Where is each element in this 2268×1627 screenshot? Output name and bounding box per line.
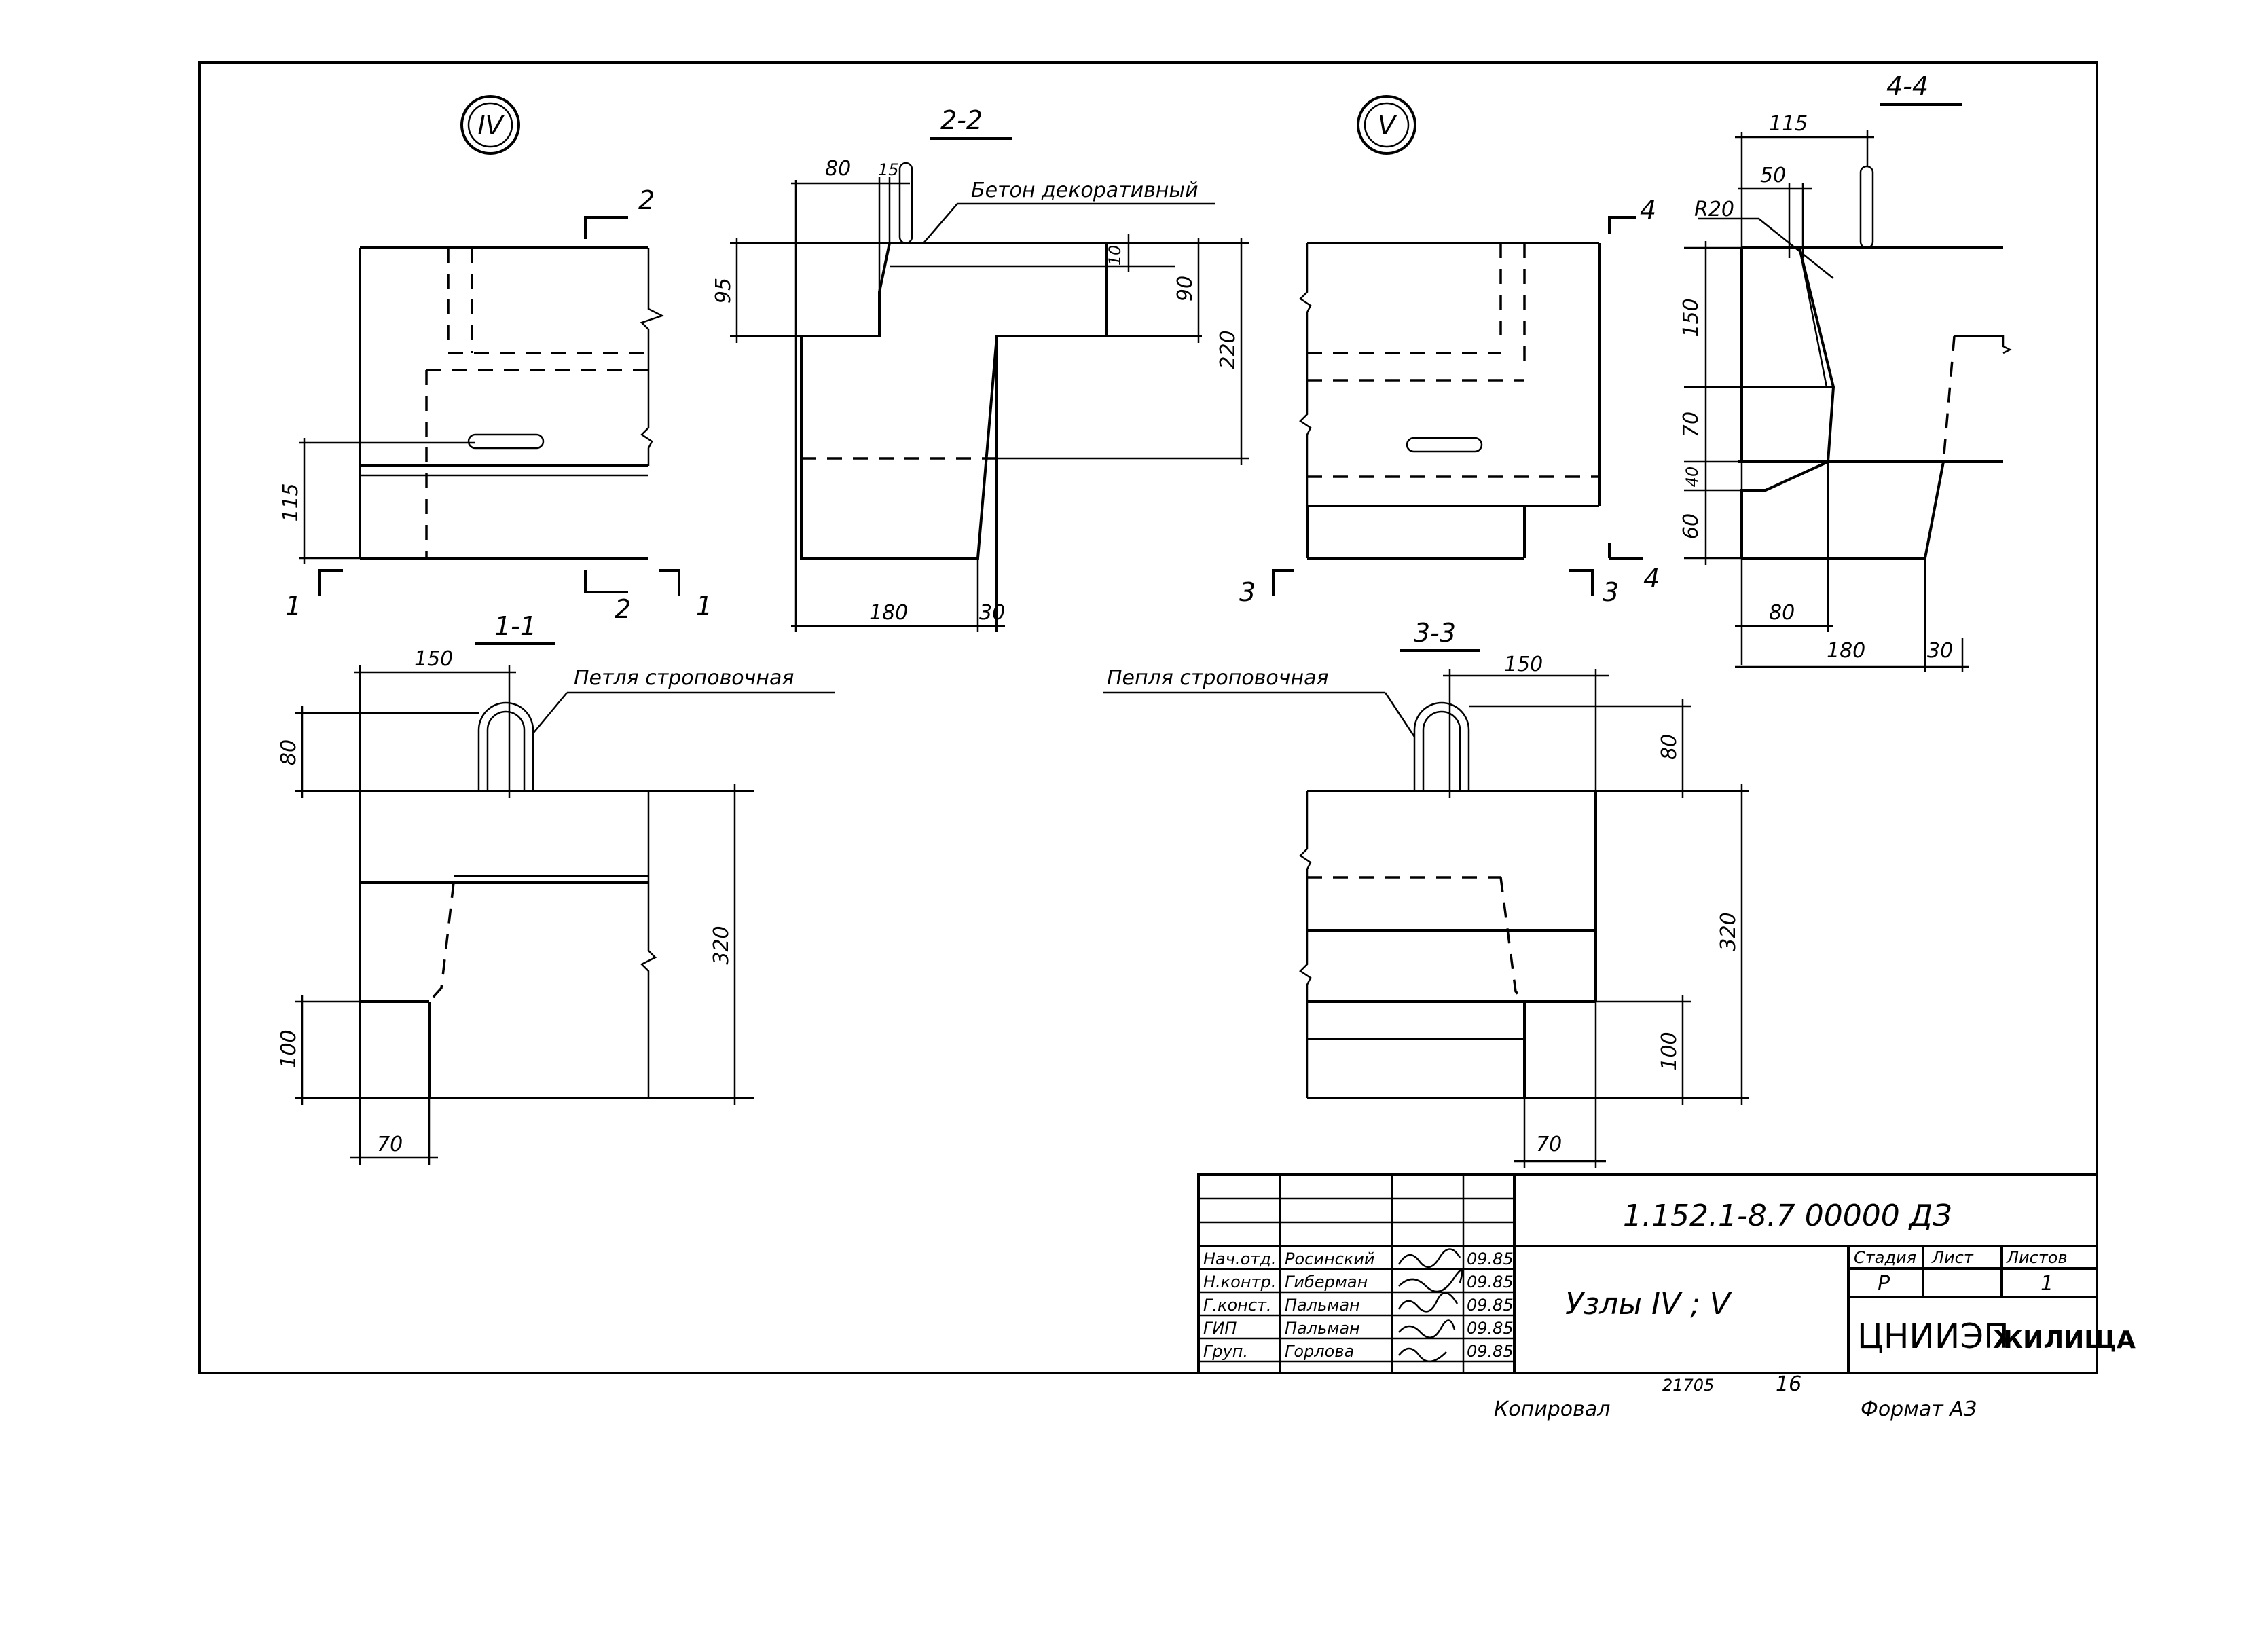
svg-text:150: 150 — [1679, 298, 1703, 337]
drawing-code: 1.152.1-8.7 00000 ДЗ — [1623, 1199, 1952, 1233]
svg-text:80: 80 — [1769, 601, 1795, 625]
svg-text:09.85: 09.85 — [1467, 1342, 1514, 1361]
svg-text:320: 320 — [1717, 912, 1740, 951]
svg-text:80: 80 — [277, 739, 301, 765]
drawing-title: Узлы IV ; V — [1565, 1287, 1732, 1321]
svg-text:R20: R20 — [1694, 198, 1734, 221]
svg-text:320: 320 — [710, 926, 733, 964]
sheet-footer: Копировал 21705 16 Формат АЗ — [1494, 1372, 1977, 1421]
svg-text:Гиберман: Гиберман — [1285, 1273, 1368, 1292]
svg-text:Лист: Лист — [1931, 1248, 1974, 1267]
svg-text:180: 180 — [869, 601, 908, 625]
svg-text:30: 30 — [1927, 639, 1953, 663]
org-name: ЦНИИЭП — [1857, 1317, 2009, 1356]
svg-text:Н.контр.: Н.контр. — [1203, 1273, 1276, 1292]
svg-text:Стадия: Стадия — [1854, 1248, 1916, 1267]
svg-text:40: 40 — [1683, 467, 1702, 488]
svg-text:90: 90 — [1173, 276, 1197, 301]
svg-text:09.85: 09.85 — [1467, 1273, 1514, 1292]
svg-text:180: 180 — [1827, 639, 1865, 663]
svg-text:150: 150 — [414, 647, 453, 671]
svg-text:60: 60 — [1679, 513, 1703, 539]
node-iv-label: IV — [477, 111, 505, 141]
svg-text:3: 3 — [1239, 577, 1256, 607]
svg-text:Петля строповочная: Петля строповочная — [574, 666, 794, 690]
signatures — [1397, 1248, 1463, 1362]
svg-text:Р: Р — [1878, 1272, 1890, 1296]
svg-text:100: 100 — [1658, 1031, 1681, 1070]
svg-text:Груп.: Груп. — [1203, 1342, 1248, 1361]
svg-text:2: 2 — [638, 185, 655, 215]
node-iv-symbol: IV — [460, 95, 520, 155]
svg-text:ГИП: ГИП — [1203, 1319, 1237, 1338]
svg-text:2-2: 2-2 — [940, 105, 983, 135]
svg-text:3-3: 3-3 — [1414, 618, 1456, 648]
svg-text:4: 4 — [1640, 195, 1656, 225]
section-4-4: 4-4 115 50 R20 150 70 40 60 — [1679, 71, 2012, 672]
svg-text:Бетон декоративный: Бетон декоративный — [971, 179, 1199, 202]
svg-text:115: 115 — [279, 483, 303, 522]
svg-text:4: 4 — [1643, 564, 1660, 593]
svg-text:100: 100 — [277, 1029, 301, 1068]
node-v-symbol: V — [1357, 95, 1416, 155]
svg-text:2: 2 — [615, 594, 631, 624]
svg-text:Г.конст.: Г.конст. — [1203, 1296, 1272, 1315]
svg-text:150: 150 — [1504, 653, 1543, 676]
svg-text:10: 10 — [1105, 245, 1124, 266]
svg-text:16: 16 — [1776, 1372, 1801, 1396]
svg-text:95: 95 — [712, 278, 735, 304]
svg-text:115: 115 — [1769, 112, 1808, 136]
svg-text:70: 70 — [1536, 1133, 1562, 1156]
node-v-label: V — [1378, 111, 1397, 141]
svg-text:Пепля строповочная: Пепля строповочная — [1107, 666, 1329, 690]
section-3-3: 3-3 150 80 320 100 70 Пепля стропово — [1103, 618, 1749, 1168]
svg-text:21705: 21705 — [1662, 1376, 1714, 1395]
svg-text:Копировал: Копировал — [1494, 1397, 1610, 1421]
node-v-elevation: 4 4 3 3 — [1239, 195, 1660, 607]
svg-text:1: 1 — [2041, 1272, 2053, 1296]
svg-text:80: 80 — [1658, 734, 1681, 760]
svg-text:4-4: 4-4 — [1886, 71, 1928, 101]
svg-text:1: 1 — [285, 591, 301, 621]
section-1-1: 1-1 150 80 320 100 70 Петля стр — [277, 611, 835, 1165]
svg-text:Нач.отд.: Нач.отд. — [1203, 1249, 1276, 1268]
svg-text:Пальман: Пальман — [1285, 1296, 1360, 1315]
svg-text:ЖИЛИЩА: ЖИЛИЩА — [1993, 1326, 2136, 1354]
svg-text:09.85: 09.85 — [1467, 1296, 1514, 1315]
svg-text:1-1: 1-1 — [494, 611, 536, 641]
svg-text:Росинский: Росинский — [1285, 1249, 1375, 1268]
title-block: Нач.отд. Н.контр. Г.конст. ГИП Груп. Рос… — [1197, 1173, 2136, 1374]
svg-text:30: 30 — [979, 601, 1005, 625]
sheet-frame — [198, 61, 2098, 1374]
svg-text:Пальман: Пальман — [1285, 1319, 1360, 1338]
svg-text:70: 70 — [1679, 412, 1703, 437]
svg-text:220: 220 — [1216, 330, 1240, 369]
section-2-2: 2-2 80 15 95 10 90 220 180 30 Бетон деко… — [712, 105, 1249, 632]
svg-text:1: 1 — [696, 591, 712, 621]
svg-text:3: 3 — [1603, 577, 1619, 607]
node-iv-elevation: 115 2 2 1 1 — [279, 185, 712, 624]
svg-text:70: 70 — [377, 1133, 403, 1156]
svg-text:09.85: 09.85 — [1467, 1249, 1514, 1268]
svg-text:Формат АЗ: Формат АЗ — [1861, 1397, 1977, 1421]
svg-text:80: 80 — [825, 157, 851, 181]
svg-text:Листов: Листов — [2006, 1248, 2068, 1267]
svg-text:50: 50 — [1760, 164, 1786, 187]
svg-text:Горлова: Горлова — [1285, 1342, 1354, 1361]
svg-text:15: 15 — [878, 160, 899, 179]
svg-text:09.85: 09.85 — [1467, 1319, 1514, 1338]
